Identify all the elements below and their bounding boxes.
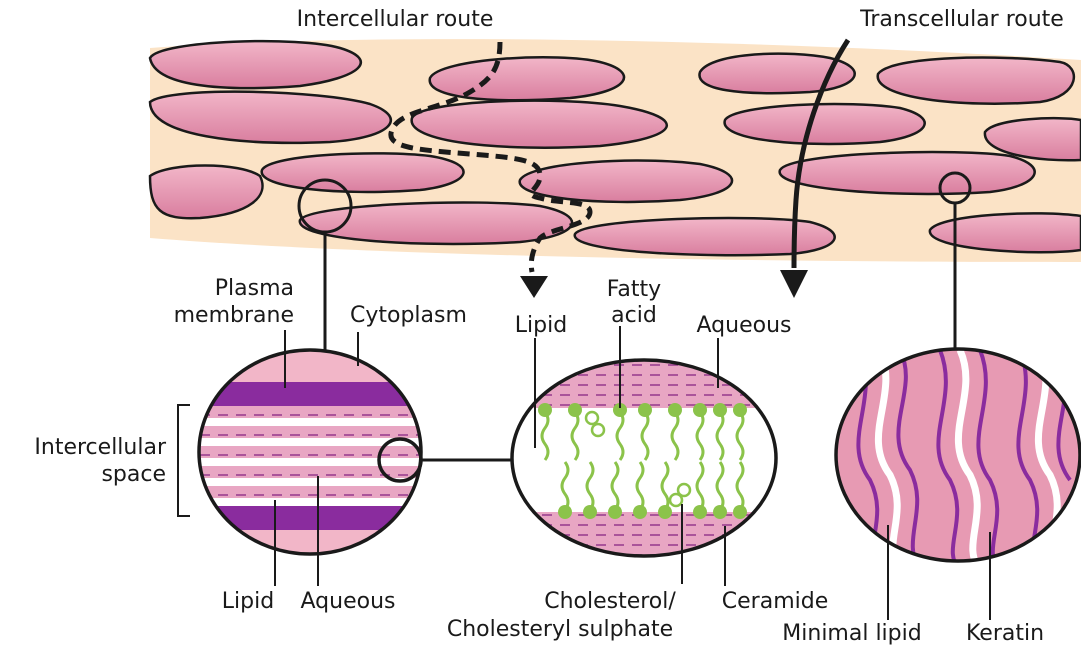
corneocyte (412, 101, 667, 148)
bilayer-zoom-view (510, 358, 780, 558)
intercellular-route-label: Intercellular route (297, 7, 494, 32)
keratin-zoom-view (830, 345, 1081, 570)
stratum-corneum (150, 39, 1081, 262)
cell-lipid-label: Lipid (222, 589, 274, 614)
plasma-membrane-label-2: membrane (174, 303, 294, 328)
keratin-label: Keratin (966, 621, 1044, 646)
cell-aqueous-label: Aqueous (301, 589, 396, 614)
corneocyte (300, 202, 572, 243)
bilayer-lipid-label: Lipid (515, 313, 567, 338)
corneocyte (430, 57, 624, 100)
corneocyte (780, 152, 1035, 194)
intercellular-space-label-1: Intercellular (34, 435, 167, 460)
transcellular-route-label: Transcellular route (859, 7, 1064, 32)
transcellular-arrow-head (780, 270, 808, 298)
intercellular-space-label-2: space (101, 462, 166, 487)
bilayer-aqueous-label: Aqueous (697, 313, 792, 338)
corneocyte (725, 104, 925, 144)
plasma-membrane-label-1: Plasma (215, 276, 294, 301)
corneocyte (520, 161, 732, 202)
cytoplasm-label: Cytoplasm (350, 303, 467, 328)
corneocyte (262, 153, 464, 192)
corneocyte (150, 41, 361, 88)
cell-zoom-view (195, 345, 425, 560)
cholesterol-label-1: Cholesterol/ (544, 589, 676, 614)
intercellular-arrow-head (520, 276, 548, 298)
minimal-lipid-label: Minimal lipid (782, 621, 921, 646)
fatty-acid-label-2: acid (611, 303, 657, 328)
ceramide-label: Ceramide (722, 589, 828, 614)
fatty-acid-label-1: Fatty (607, 277, 661, 302)
cholesterol-label-2: Cholesteryl sulphate (447, 617, 673, 642)
